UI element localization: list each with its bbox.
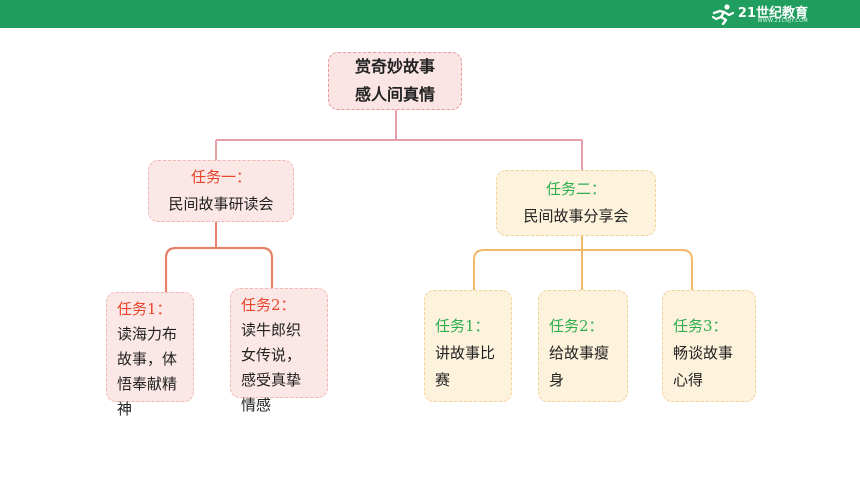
root-line-1: 赏奇妙故事 xyxy=(354,57,435,76)
subtask-line: 赛 xyxy=(435,371,451,389)
subtask-line: 给故事瘦 xyxy=(549,344,610,362)
task2-title: 任务二： xyxy=(545,180,606,198)
subtask-line: 畅谈故事 xyxy=(673,344,734,362)
subtask-title: 任务3： xyxy=(673,317,728,335)
task2-node: 任务二： 民间故事分享会 xyxy=(496,170,656,236)
task2-body: 民间故事分享会 xyxy=(523,207,629,225)
subtask-title: 任务2： xyxy=(549,317,604,335)
subtask-line: 讲故事比 xyxy=(435,344,496,362)
root-line-2: 感人间真情 xyxy=(354,85,435,104)
runner-logo-icon xyxy=(711,4,735,25)
logo: 21世纪教育 WWW.21CNJY.COM xyxy=(710,3,808,25)
header-bar: 21世纪教育 WWW.21CNJY.COM xyxy=(0,0,860,28)
subtask-line: 女传说， xyxy=(241,346,302,364)
task2-subtask-2: 任务2： 给故事瘦 身 xyxy=(538,290,628,402)
subtask-line: 感受真挚 xyxy=(241,371,302,389)
subtask-title: 任务1： xyxy=(117,300,172,318)
root-node: 赏奇妙故事 感人间真情 xyxy=(328,52,462,110)
connector-task2-bar xyxy=(473,249,693,290)
connector-task1-bar xyxy=(164,246,274,292)
subtask-line: 心得 xyxy=(673,371,704,389)
subtask-line: 故事，体 xyxy=(117,350,178,368)
subtask-line: 情感 xyxy=(241,396,272,414)
subtask-line: 悟奉献精 xyxy=(117,375,178,393)
task2-subtask-3: 任务3： 畅谈故事 心得 xyxy=(662,290,756,402)
subtask-line: 神 xyxy=(117,400,133,418)
subtask-title: 任务2： xyxy=(241,296,296,314)
subtask-line: 读牛郎织 xyxy=(241,321,302,339)
task1-subtask-2: 任务2： 读牛郎织 女传说， 感受真挚 情感 xyxy=(230,288,328,414)
task1-node: 任务一： 民间故事研读会 xyxy=(148,160,294,222)
logo-text: 21世纪教育 xyxy=(737,6,808,21)
task1-subtask-1: 任务1： 读海力布 故事，体 悟奉献精 神 xyxy=(106,292,194,418)
task1-body: 民间故事研读会 xyxy=(168,195,274,213)
logo-subtext: WWW.21CNJY.COM xyxy=(757,18,808,24)
task2-subtask-1: 任务1： 讲故事比 赛 xyxy=(424,290,512,402)
subtask-line: 身 xyxy=(549,371,565,389)
subtask-title: 任务1： xyxy=(435,317,490,335)
task1-title: 任务一： xyxy=(190,168,251,186)
subtask-line: 读海力布 xyxy=(117,325,178,343)
